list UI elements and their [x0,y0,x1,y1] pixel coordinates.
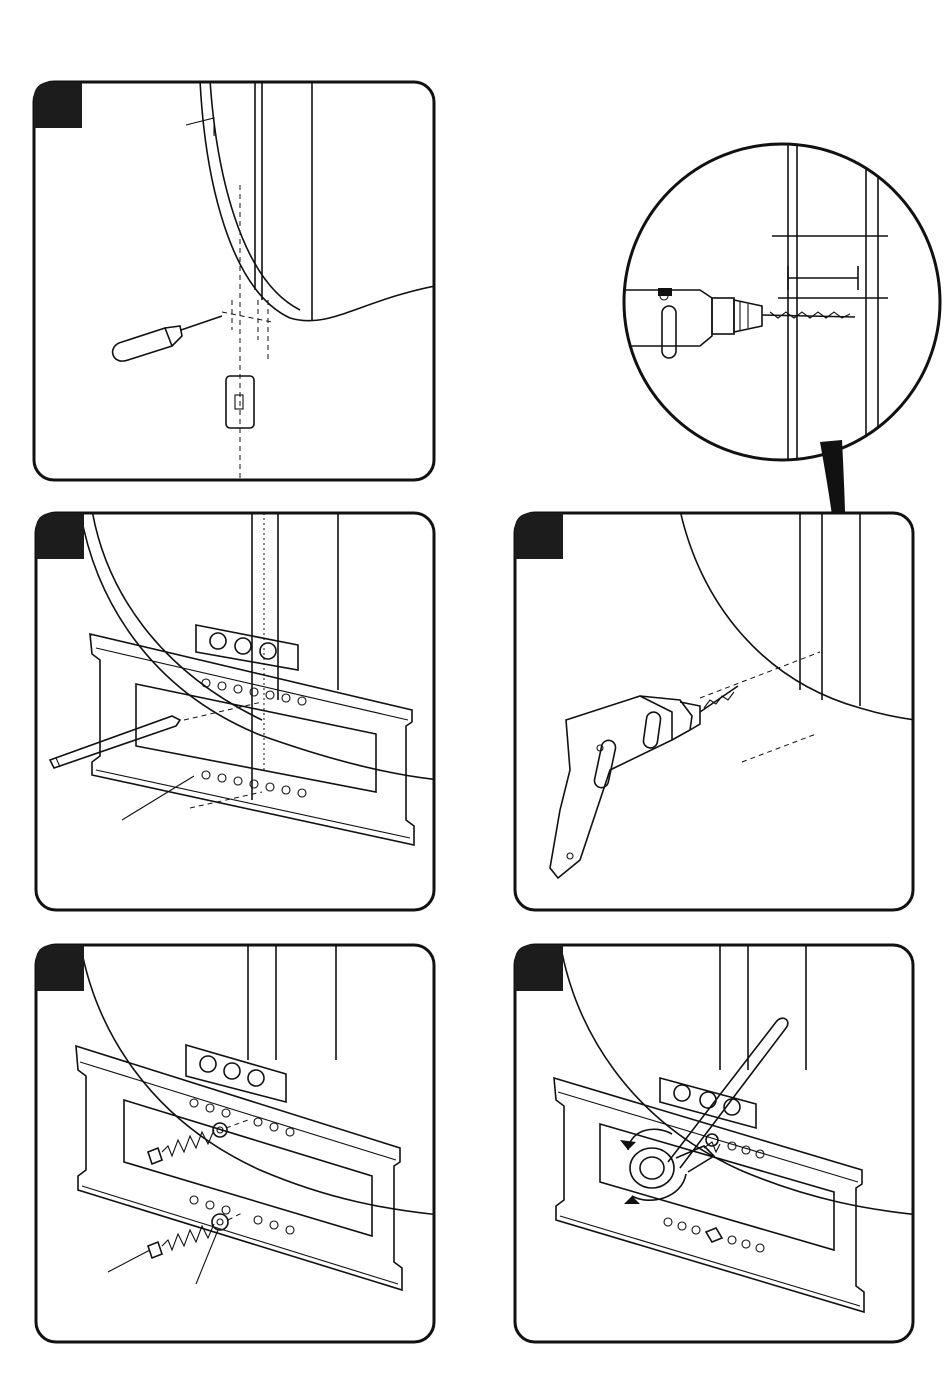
panel-locate-stud [34,80,440,480]
panel-mark-holes [36,510,440,910]
panel-tighten-bolts [515,942,920,1342]
panel-drill-pilot-holes [515,510,915,910]
panel-insert-lag-bolts [36,942,440,1342]
